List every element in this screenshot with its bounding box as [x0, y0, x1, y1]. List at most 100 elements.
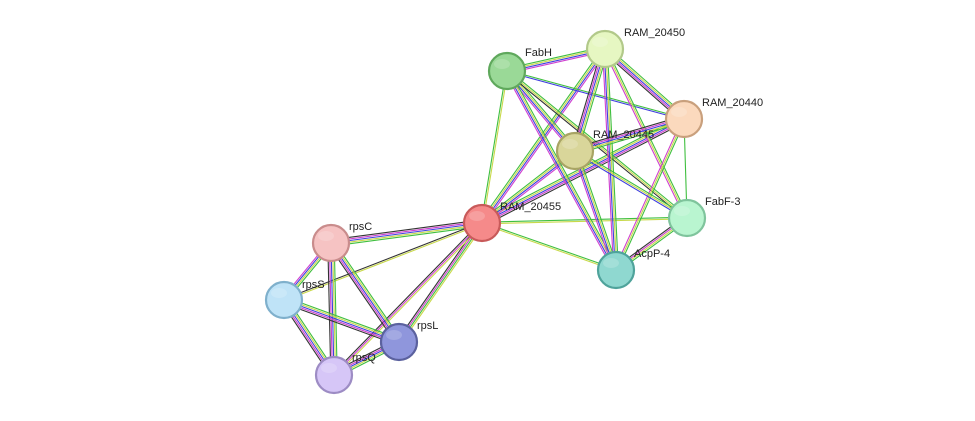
node-rpsS[interactable]: [264, 280, 304, 320]
edge-RAM_20445-FabF-3[interactable]: [573, 149, 689, 220]
edge-evidence-line: [400, 224, 485, 344]
labels-layer: RAM_20455FabHRAM_20450RAM_20440RAM_20445…: [302, 27, 763, 364]
edge-evidence-line: [331, 241, 401, 342]
edge-RAM_20450-AcpP-4[interactable]: [602, 48, 619, 271]
edge-evidence-line: [284, 223, 483, 302]
edges-layer: [280, 46, 689, 379]
edge-evidence-line: [603, 49, 616, 271]
node-rpsL[interactable]: [379, 322, 419, 362]
node-highlight: [562, 139, 578, 149]
edge-evidence-line: [573, 115, 684, 149]
node-highlight: [469, 211, 485, 221]
node-label-rpsQ: rpsQ: [352, 352, 376, 364]
edge-FabH-AcpP-4[interactable]: [504, 69, 619, 272]
node-circle[interactable]: [667, 198, 707, 238]
edge-evidence-line: [331, 225, 483, 247]
edge-evidence-line: [483, 50, 608, 225]
edge-RAM_20455-rpsC[interactable]: [330, 219, 483, 247]
edge-evidence-line: [334, 223, 484, 377]
edge-RAM_20455-rpsQ[interactable]: [332, 221, 484, 377]
node-circle[interactable]: [555, 131, 595, 171]
edge-evidence-line: [283, 299, 400, 343]
edge-evidence-line: [575, 150, 618, 270]
node-highlight: [318, 231, 334, 241]
node-circle[interactable]: [596, 250, 636, 290]
edge-RAM_20445-AcpP-4[interactable]: [572, 150, 619, 271]
node-highlight: [494, 59, 510, 69]
edge-evidence-line: [333, 240, 403, 341]
node-label-FabF-3: FabF-3: [705, 196, 740, 208]
node-highlight: [386, 330, 402, 340]
edge-rpsC-rpsL[interactable]: [327, 240, 403, 345]
edge-evidence-line: [332, 221, 482, 375]
edge-evidence-line: [327, 243, 332, 376]
edge-rpsC-rpsQ[interactable]: [327, 242, 338, 376]
edge-evidence-line: [330, 219, 482, 241]
edge-evidence-line: [576, 150, 619, 270]
edge-evidence-line: [284, 297, 400, 342]
edge-evidence-line: [482, 218, 688, 225]
node-highlight: [321, 363, 337, 373]
node-circle[interactable]: [487, 51, 527, 91]
edge-evidence-line: [507, 69, 689, 218]
node-rpsC[interactable]: [311, 223, 351, 263]
edge-RAM_20455-AcpP-4[interactable]: [481, 221, 617, 272]
node-RAM_20440[interactable]: [664, 99, 704, 139]
edge-evidence-line: [481, 149, 575, 223]
node-highlight: [671, 107, 687, 117]
edge-evidence-line: [505, 71, 687, 220]
node-circle[interactable]: [585, 29, 625, 69]
edge-evidence-line: [482, 71, 509, 224]
node-label-RAM_20455: RAM_20455: [500, 201, 561, 213]
edge-evidence-line: [480, 148, 574, 222]
node-RAM_20455[interactable]: [462, 203, 502, 243]
node-circle[interactable]: [379, 322, 419, 362]
node-FabF-3[interactable]: [667, 198, 707, 238]
node-label-rpsS: rpsS: [302, 279, 325, 291]
edge-evidence-line: [399, 223, 484, 343]
edge-evidence-line: [283, 300, 399, 345]
edge-evidence-line: [614, 118, 684, 270]
node-RAM_20450[interactable]: [585, 29, 625, 69]
node-circle[interactable]: [311, 223, 351, 263]
edge-evidence-line: [284, 296, 401, 340]
node-highlight: [674, 206, 690, 216]
node-highlight: [271, 288, 287, 298]
edge-RAM_20455-FabF-3[interactable]: [481, 216, 688, 225]
node-highlight: [592, 37, 608, 47]
node-label-RAM_20450: RAM_20450: [624, 27, 685, 39]
edge-evidence-line: [481, 216, 687, 223]
edge-evidence-line: [573, 151, 616, 271]
edge-evidence-line: [508, 69, 619, 270]
edge-RAM_20455-FabH[interactable]: [480, 70, 509, 224]
edge-evidence-line: [332, 242, 337, 375]
edge-evidence-line: [331, 224, 483, 246]
edge-evidence-line: [329, 243, 399, 344]
edge-evidence-line: [283, 221, 482, 300]
node-rpsQ[interactable]: [314, 355, 354, 395]
node-circle[interactable]: [462, 203, 502, 243]
node-circle[interactable]: [314, 355, 354, 395]
node-label-rpsL: rpsL: [417, 320, 438, 332]
node-FabH[interactable]: [487, 51, 527, 91]
node-circle[interactable]: [664, 99, 704, 139]
edge-RAM_20455-rpsS[interactable]: [283, 221, 483, 302]
edge-evidence-line: [482, 221, 617, 270]
edge-evidence-line: [397, 222, 482, 342]
nodes-layer: [264, 29, 707, 395]
edge-evidence-line: [605, 48, 618, 270]
edge-evidence-line: [327, 244, 397, 345]
edge-evidence-line: [572, 151, 615, 271]
edge-RAM_20455-rpsL[interactable]: [396, 221, 485, 344]
node-circle[interactable]: [264, 280, 304, 320]
node-AcpP-4[interactable]: [596, 250, 636, 290]
node-RAM_20445[interactable]: [555, 131, 595, 171]
node-highlight: [603, 258, 619, 268]
edge-rpsS-rpsL[interactable]: [282, 296, 401, 346]
edge-evidence-line: [574, 150, 688, 219]
edge-FabH-RAM_20440[interactable]: [506, 69, 685, 121]
node-label-rpsC: rpsC: [349, 221, 372, 233]
node-label-RAM_20440: RAM_20440: [702, 97, 763, 109]
edge-evidence-line: [330, 220, 482, 242]
